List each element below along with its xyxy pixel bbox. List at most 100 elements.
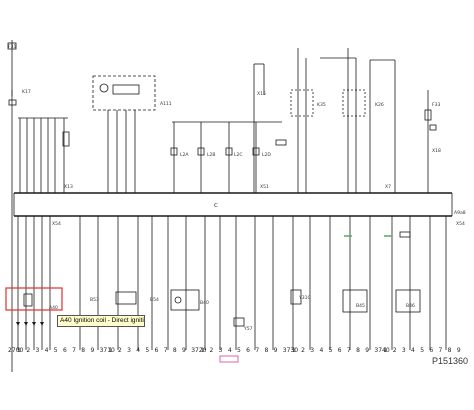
bottom-number: 8	[448, 347, 452, 354]
bottom-number: 7	[439, 347, 443, 354]
bottom-number: 8	[264, 347, 268, 354]
fuse-label-f33: F33	[432, 102, 440, 108]
relay-label-x15: X15	[257, 91, 266, 97]
fuse-f31	[7, 42, 17, 50]
plug-label-x18: X18	[432, 148, 441, 154]
component-label-b53: B53	[90, 297, 99, 303]
unit-label-a111: A111	[160, 101, 172, 107]
coil-label-l2c: L2C	[234, 152, 243, 158]
plug-x18	[429, 124, 437, 131]
bottom-number: 3710	[100, 347, 115, 354]
fuse-label-f31: F31	[8, 44, 16, 50]
bottom-number: 1	[292, 347, 296, 354]
bottom-number: 4	[319, 347, 323, 354]
coil-label-l2b: L2B	[207, 152, 215, 158]
ignition-output-arrow	[24, 322, 28, 326]
bottom-number: 9	[457, 347, 461, 354]
component-tooltip: A40 Ignition coil - Direct ignition	[57, 315, 145, 327]
bottom-number: 3	[35, 347, 39, 354]
component-label-b40: B40	[200, 300, 209, 306]
bottom-number: 2	[301, 347, 305, 354]
coil-element-0	[170, 147, 178, 156]
connector-label-x51: X51	[260, 184, 269, 190]
bottom-number: 3720	[191, 347, 206, 354]
component-k33-plug	[399, 231, 411, 238]
reference-number: P151360	[432, 356, 468, 366]
connector-label-x54-right: X54	[456, 221, 465, 227]
bottom-number: 3740	[374, 347, 389, 354]
relay-x15-contact	[275, 139, 287, 146]
component-b40-box	[170, 289, 200, 311]
bus-label: C	[214, 203, 218, 209]
coil-element-2	[225, 147, 233, 156]
fuse-k17	[8, 99, 17, 106]
bottom-number: 2	[26, 347, 30, 354]
relay-label-k35: K35	[317, 102, 326, 108]
component-a40-core	[23, 293, 33, 307]
component-label-y31c: Y31C	[298, 295, 311, 301]
component-label-b46: B46	[406, 303, 415, 309]
bottom-number: 4	[228, 347, 232, 354]
bottom-number: 5	[420, 347, 424, 354]
module-a111-circle	[99, 83, 109, 93]
module-a111-resistor	[112, 84, 140, 95]
ignition-output-arrow	[32, 322, 36, 326]
bottom-number: 9	[274, 347, 278, 354]
bottom-number: 9	[365, 347, 369, 354]
bottom-number: 5	[54, 347, 58, 354]
bottom-number: 5	[145, 347, 149, 354]
bottom-number: 3	[402, 347, 406, 354]
component-b40-circle	[174, 296, 182, 304]
component-a40-highlight	[5, 287, 63, 311]
bottom-number: 6	[338, 347, 342, 354]
component-b54-box	[115, 291, 137, 305]
relay-k26-body	[342, 89, 366, 117]
fuse-label-k17: K17	[22, 89, 31, 95]
bottom-number: 4	[136, 347, 140, 354]
bottom-number: 6	[246, 347, 250, 354]
plug-left-small	[62, 131, 70, 147]
bottom-number: 7	[164, 347, 168, 354]
fuse-f33	[424, 109, 432, 121]
component-label-a40-box: A40	[49, 305, 58, 311]
bottom-number: 7	[72, 347, 76, 354]
component-y31c-box	[290, 289, 302, 305]
bottom-number: 2	[118, 347, 122, 354]
bottom-number: 2	[210, 347, 214, 354]
bottom-number: 1	[17, 347, 21, 354]
bottom-number: 8	[173, 347, 177, 354]
bottom-number: 8	[81, 347, 85, 354]
coil-element-3	[252, 147, 260, 156]
bottom-number: 1	[109, 347, 113, 354]
bottom-number: 4	[45, 347, 49, 354]
bottom-number: 6	[155, 347, 159, 354]
ignition-output-arrow	[40, 322, 44, 326]
relay-label-k26: K26	[375, 102, 384, 108]
connector-label-a9a8: A9a8	[454, 210, 466, 216]
bottom-number: 9	[90, 347, 94, 354]
bottom-number: 6	[63, 347, 67, 354]
bottom-number: 1	[384, 347, 388, 354]
bottom-number: 3	[219, 347, 223, 354]
bottom-number: 7	[255, 347, 259, 354]
ignition-output-arrow	[16, 322, 20, 326]
component-label-y57: Y57	[243, 326, 253, 332]
module-a111	[92, 75, 156, 111]
coil-label-l2d: L2D	[262, 152, 271, 158]
bottom-number: 2	[393, 347, 397, 354]
component-y57-box	[233, 317, 245, 327]
bottom-number: 3730	[283, 347, 298, 354]
bottom-number: 4	[411, 347, 415, 354]
bottom-number: 5	[329, 347, 333, 354]
bottom-number: 6	[429, 347, 433, 354]
connector-label-x54-left: X54	[52, 221, 61, 227]
component-b45-box	[342, 289, 368, 313]
coil-label-l2a: L2A	[180, 152, 189, 158]
bottom-number: 1	[200, 347, 204, 354]
bottom-number: 8	[356, 347, 360, 354]
coil-element-1	[197, 147, 205, 156]
bottom-number: 2700	[8, 347, 23, 354]
relay-k35-body	[290, 89, 314, 117]
